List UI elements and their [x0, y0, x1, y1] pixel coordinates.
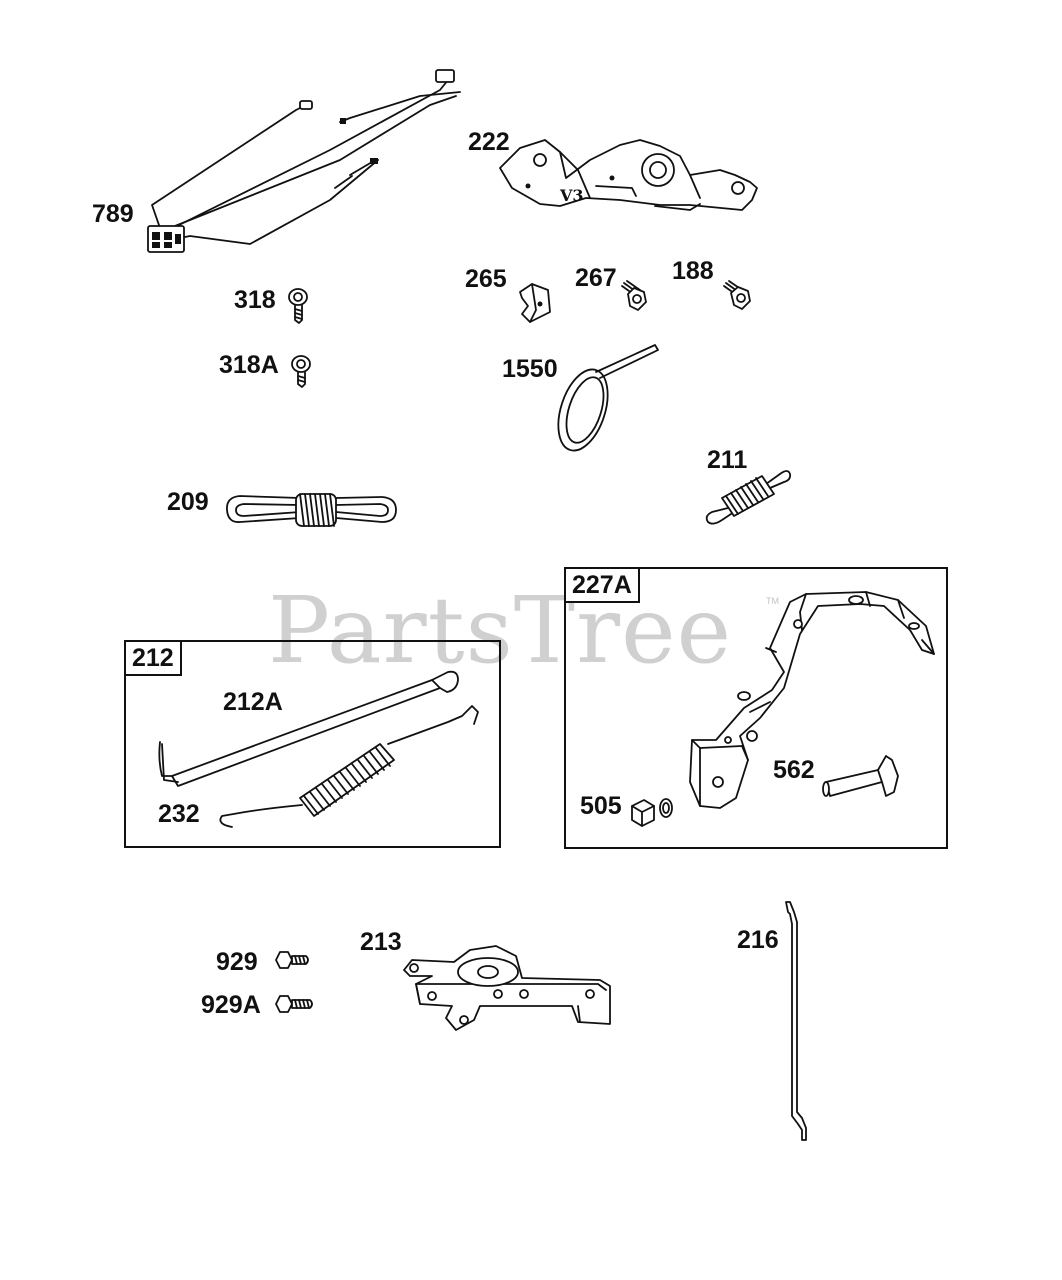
part-222-control-bracket[interactable] [499, 139, 758, 211]
part-789-wiring-harness[interactable] [147, 69, 461, 253]
group-227a-label: 227A [566, 569, 640, 603]
part-265-clip[interactable] [519, 283, 551, 323]
callout-929a[interactable]: 929A [201, 991, 261, 1019]
callout-265[interactable]: 265 [465, 265, 507, 293]
part-929a-bolt[interactable] [275, 995, 313, 1013]
callout-232[interactable]: 232 [158, 800, 200, 828]
part-232-spring[interactable] [219, 705, 479, 828]
group-227a-frame: 227A [564, 567, 948, 849]
callout-562[interactable]: 562 [773, 756, 815, 784]
part-212a-rod[interactable] [158, 670, 459, 787]
part-216-link-rod[interactable] [785, 901, 807, 1141]
part-211-spring[interactable] [705, 470, 792, 525]
callout-213[interactable]: 213 [360, 928, 402, 956]
callout-188[interactable]: 188 [672, 257, 714, 285]
part-1550-spring[interactable] [549, 344, 659, 457]
part-209-spring[interactable] [226, 493, 397, 527]
part-562-bolt[interactable] [822, 755, 899, 797]
part-929-bolt[interactable] [275, 951, 309, 969]
part-213-idler-bracket[interactable] [403, 945, 611, 1031]
group-212-label: 212 [126, 642, 182, 676]
part-318a-screw[interactable] [291, 355, 311, 388]
callout-222[interactable]: 222 [468, 128, 510, 156]
part-267-screw[interactable] [621, 280, 647, 311]
group-212-frame: 212 [124, 640, 501, 848]
part-188-screw[interactable] [723, 280, 751, 310]
callout-505[interactable]: 505 [580, 792, 622, 820]
callout-318a[interactable]: 318A [219, 351, 279, 379]
callout-929[interactable]: 929 [216, 948, 258, 976]
callout-212a[interactable]: 212A [223, 688, 283, 716]
callout-267[interactable]: 267 [575, 264, 617, 292]
part-227a-bracket[interactable] [689, 591, 935, 809]
part-318-screw[interactable] [288, 288, 308, 324]
callout-1550[interactable]: 1550 [502, 355, 558, 383]
callout-318[interactable]: 318 [234, 286, 276, 314]
trademark-mark: TM [766, 596, 779, 606]
part-505-nut-and-washer[interactable] [631, 798, 673, 827]
callout-789[interactable]: 789 [92, 200, 134, 228]
callout-216[interactable]: 216 [737, 926, 779, 954]
v3-marking: V3 [559, 186, 584, 205]
callout-211[interactable]: 211 [707, 446, 748, 474]
callout-209[interactable]: 209 [167, 488, 209, 516]
